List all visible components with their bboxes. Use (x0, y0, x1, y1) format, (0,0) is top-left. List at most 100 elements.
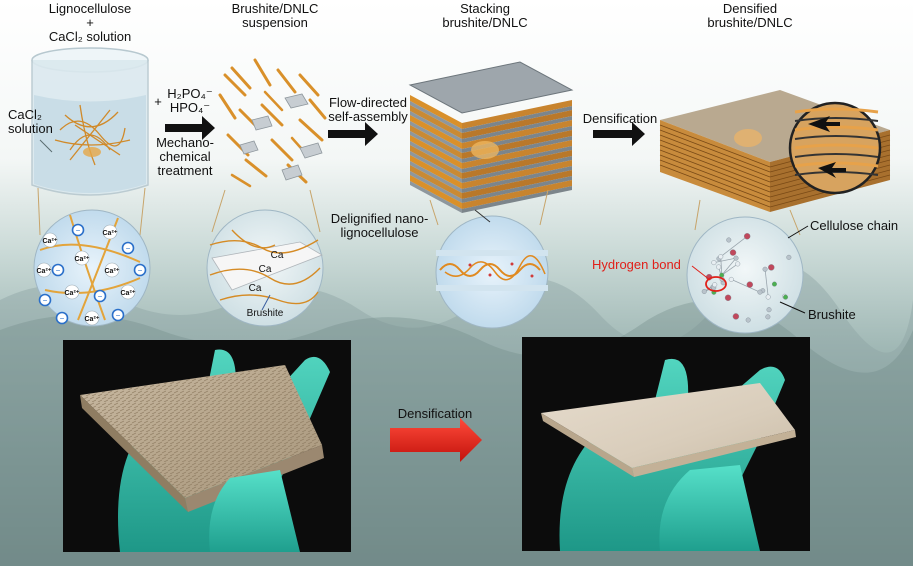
stack-layer-front (410, 155, 462, 189)
stage-2-line2: suspension (242, 15, 308, 30)
atom (718, 254, 724, 260)
stage-3-line1: Stacking (460, 1, 510, 16)
anion-label: − (138, 266, 143, 275)
bond-line (731, 279, 761, 293)
cellulose-chain-label: Cellulose chain (810, 218, 899, 233)
anion-marker (121, 241, 135, 255)
zoom-layer-band (794, 161, 879, 168)
zoom-layer-band (794, 107, 879, 114)
anion-label: − (126, 244, 131, 253)
stack-layer-side (462, 170, 572, 199)
stack-platelet-row (410, 171, 462, 203)
stack-layer-side (462, 180, 572, 209)
stack-platelet-row (410, 141, 462, 173)
anion-marker (133, 263, 147, 277)
brushite-label-right: Brushite (808, 307, 856, 322)
stacked-layers (408, 61, 574, 213)
calcium-ion-marker (84, 310, 100, 326)
stack-layer-front (410, 175, 462, 209)
step-1-line3: treatment (157, 163, 213, 178)
stage-1-line2: + (86, 15, 94, 30)
step-1-plus: + (154, 94, 162, 109)
step-1-line1: Mechano- (156, 135, 214, 150)
calcium-ion-label: Ca²⁺ (43, 238, 58, 245)
bond-line (713, 257, 737, 263)
stage-3-line2: brushite/DNLC (442, 15, 528, 30)
stack-layer-side (462, 140, 572, 169)
atom (733, 255, 739, 261)
arrow-3-icon (593, 122, 645, 146)
atom (771, 281, 777, 287)
anion-label: − (60, 314, 65, 323)
stack-layer-front (410, 165, 462, 199)
dnlc-line2: lignocellulose (340, 225, 419, 240)
stack-platelet-row (410, 151, 462, 183)
calcium-ion-label: Ca²⁺ (103, 230, 118, 237)
zoom-layer-band (794, 143, 879, 150)
atom (729, 249, 737, 256)
block-layer-line (659, 154, 771, 198)
beaker-pointer (39, 139, 53, 153)
brushite-pointer (779, 301, 806, 314)
calcium-ion-label: Ca²⁺ (65, 290, 80, 297)
stack-layer-front (410, 115, 462, 149)
hydrogen-bond-label: Hydrogen bond (592, 257, 681, 272)
stage-4-line2: brushite/DNLC (707, 15, 793, 30)
reagent-1: H₂PO₄⁻ (167, 86, 213, 101)
stack-platelet-row (410, 111, 462, 143)
atom (786, 254, 792, 260)
block-layer-line (659, 149, 771, 193)
calcium-ion-marker (104, 262, 120, 278)
stack-layer-side (462, 160, 572, 189)
zoom-circle-ions: Ca²⁺−Ca²⁺−−Ca²⁺Ca²⁺−Ca²⁺−Ca²⁺−Ca²⁺−−Ca²⁺ (33, 209, 151, 327)
anion-label: − (116, 311, 121, 320)
beaker-label-line2: solution (8, 121, 53, 136)
atom (716, 264, 722, 270)
beaker (31, 47, 149, 196)
step-1-line2: chemical (159, 149, 211, 164)
stack-layer-side (462, 150, 572, 179)
calcium-ion-marker (64, 284, 80, 300)
anion-marker (51, 263, 65, 277)
atom (728, 276, 734, 282)
stack-layer-front (410, 145, 462, 179)
atom (724, 294, 732, 301)
anion-marker (93, 289, 107, 303)
bond-line (721, 263, 738, 276)
stack-platelet-row (410, 181, 462, 213)
atom (746, 281, 754, 288)
calcium-ion-marker (36, 262, 52, 278)
ca-label-1: Ca (270, 250, 284, 261)
photo-after (522, 337, 810, 551)
anion-marker (111, 308, 125, 322)
hydrogen-bond-marker (705, 276, 727, 292)
block-layer-line (659, 129, 771, 173)
stack-layer-front (410, 125, 462, 159)
calcium-ion-marker (120, 284, 136, 300)
zoom-layer-band (794, 125, 879, 132)
photo-arrow-label: Densification (397, 406, 473, 421)
zoom-circle-molecular (686, 216, 809, 334)
step-2-line1: Flow-directed (328, 95, 408, 110)
anion-marker (71, 223, 85, 237)
process-arrows (165, 116, 645, 146)
bond-line (764, 269, 769, 298)
zoom-layer-band (794, 117, 879, 122)
stage-2-title: Brushite/DNLC suspension (205, 2, 345, 30)
stage-1-line1: Lignocellulose (48, 1, 132, 16)
arrow-2-icon (328, 122, 378, 146)
stack-platelet-row (410, 131, 462, 163)
stack-platelet-row (462, 176, 572, 203)
zoom-circle-interface (206, 209, 324, 327)
block-layer-line (659, 164, 771, 208)
stack-platelet-row (462, 156, 572, 183)
stack-layer-side (462, 100, 572, 129)
calcium-ion-marker (74, 250, 90, 266)
dnlc-line1: Delignified nano- (330, 211, 429, 226)
stage-4-line1: Densified (722, 1, 778, 16)
anion-label: − (98, 292, 103, 301)
calcium-ion-label: Ca²⁺ (105, 268, 120, 275)
photo-before (63, 340, 351, 552)
atom (711, 260, 717, 266)
arrow-1-icon (165, 116, 215, 140)
